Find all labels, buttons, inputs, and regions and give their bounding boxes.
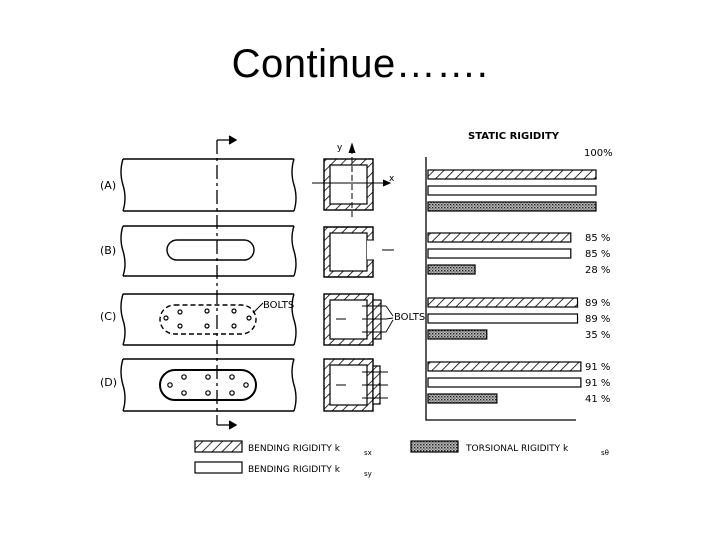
section-b	[323, 226, 394, 278]
cross-sections	[312, 142, 394, 412]
bar-value-label: 91 %	[585, 362, 610, 373]
legend-label-bending-x: BENDING RIGIDITY k	[248, 444, 341, 454]
bolted-cover	[159, 304, 257, 335]
bar-d-bending-x	[427, 361, 582, 372]
row-label-b: (B)	[100, 244, 116, 257]
bar-a-bending-x	[427, 169, 597, 180]
chart-title: STATIC RIGIDITY	[468, 131, 560, 142]
bar-c-bending-y	[427, 313, 579, 324]
bar-value-label: 85 %	[585, 249, 610, 260]
bar-c-torsional	[427, 329, 488, 340]
bar-value-label: 41 %	[585, 394, 610, 405]
bar-value-labels: 100% 85 % 85 % 28 % 89 % 89 % 35 % 91 % 91 % 41 %	[584, 148, 613, 405]
legend: BENDING RIGIDITY k sx BENDING RIGIDITY k…	[194, 440, 609, 478]
axis-x-label: x	[389, 174, 395, 184]
beam-d	[120, 358, 297, 412]
bar-value-label: 85 %	[585, 233, 610, 244]
slot-opening	[166, 239, 255, 261]
bar-d-bending-y	[427, 377, 582, 388]
bar-c-bending-x	[427, 297, 579, 308]
legend-swatch-bending-x	[194, 440, 243, 453]
legend-sub-bending-y: sy	[364, 470, 372, 478]
legend-sub-bending-x: sx	[364, 449, 372, 457]
section-d	[323, 358, 388, 412]
bolted-cover	[159, 369, 257, 401]
beam-drawings	[120, 135, 297, 430]
row-label-d: (D)	[100, 376, 117, 389]
legend-label-bending-y: BENDING RIGIDITY k	[248, 465, 341, 475]
bolt-holes	[163, 308, 252, 329]
legend-swatch-bending-y	[194, 461, 243, 474]
beam-a	[120, 158, 297, 212]
bar-a-bending-y	[427, 185, 597, 196]
row-label-a: (A)	[100, 179, 116, 192]
bar-d-torsional	[427, 393, 498, 404]
bar-value-label: 35 %	[585, 330, 610, 341]
bars-group	[427, 169, 597, 404]
section-c	[323, 293, 394, 346]
section-cut-line	[216, 135, 238, 430]
legend-label-torsional: TORSIONAL RIGIDITY k	[465, 444, 569, 454]
row-label-c: (C)	[100, 310, 116, 323]
bar-b-bending-y	[427, 248, 572, 259]
legend-swatch-torsional	[410, 440, 459, 453]
bar-value-label: 91 %	[585, 378, 610, 389]
chart-left-border	[425, 157, 576, 421]
bar-a-torsional	[427, 201, 597, 212]
row-labels: (A) (B) (C) (D)	[100, 179, 117, 389]
bolt-holes	[167, 374, 249, 396]
bolts-label-left: BOLTS	[263, 300, 294, 311]
beam-b	[120, 225, 297, 277]
bar-value-label: 89 %	[585, 298, 610, 309]
axis-y-label: y	[337, 143, 343, 153]
bar-value-label: 100%	[584, 148, 613, 159]
bar-b-torsional	[427, 264, 476, 275]
beam-c	[120, 293, 297, 346]
section-a	[312, 142, 392, 218]
bolts-label-right: BOLTS	[394, 312, 425, 323]
legend-sub-torsional: sθ	[601, 449, 609, 457]
slide-title: Continue…….	[231, 42, 489, 86]
bar-value-label: 28 %	[585, 265, 610, 276]
bar-value-label: 89 %	[585, 314, 610, 325]
bar-b-bending-x	[427, 232, 572, 243]
bar-chart: STATIC RIGIDITY 100% 85 % 85 % 28 % 89 % 89 %…	[425, 131, 613, 421]
